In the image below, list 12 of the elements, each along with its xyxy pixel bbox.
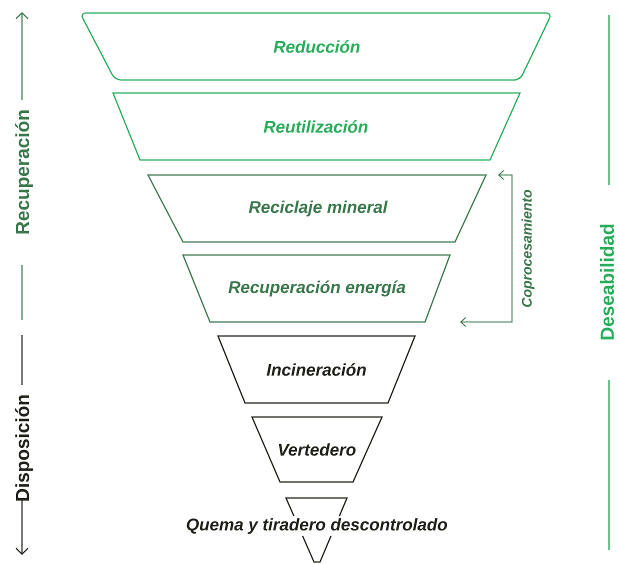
node-label: Quema y tiradero descontrolado [186,518,448,534]
funnel-level: Quema y tiradero descontrolado [184,497,450,563]
funnel-level: Reducción [82,12,551,81]
funnel-level: Incineración [217,335,416,404]
funnel-level: Reutilización [112,92,521,161]
axis-label: Disposición [15,395,33,501]
edge-label: Coprocesamiento [521,190,535,307]
bracket-arrow [460,170,512,327]
funnel-level: Vertedero [251,416,383,483]
axis-label: Deseabilidad [600,224,614,340]
funnel-level: Recuperación energía [182,254,451,323]
axis-label: Recuperación [15,110,33,234]
